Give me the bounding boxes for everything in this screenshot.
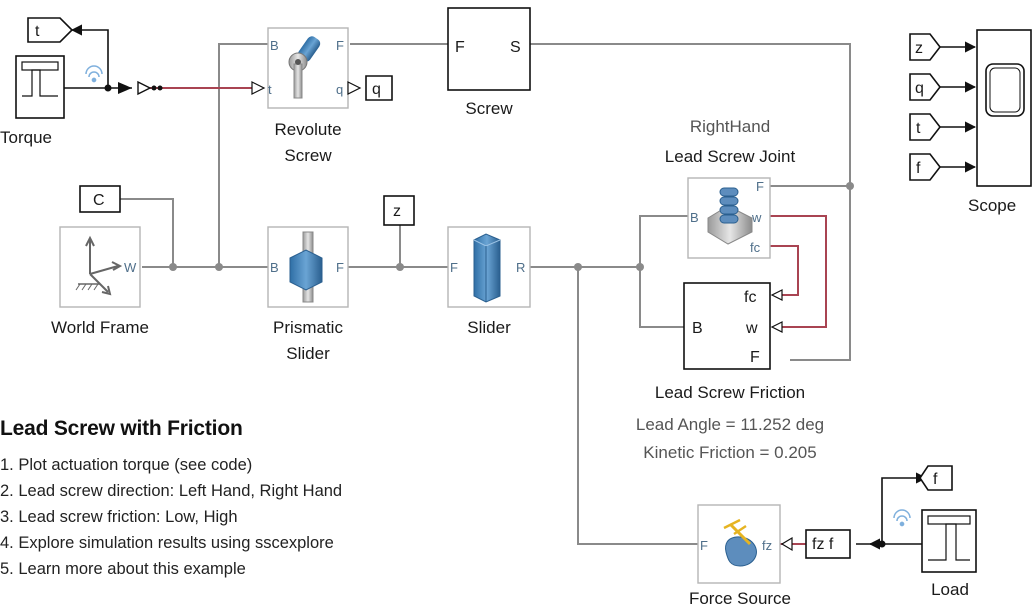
tag-t-text: t	[35, 23, 40, 40]
scope-tag-f: f	[916, 160, 921, 177]
svg-text:B: B	[270, 38, 279, 53]
load-wireless-icon	[893, 509, 911, 527]
svg-text:B: B	[270, 260, 279, 275]
svg-text:F: F	[700, 538, 708, 553]
svg-text:t: t	[268, 82, 272, 97]
revolute-label-1: Revolute	[274, 120, 342, 139]
scope-block[interactable]	[976, 29, 1032, 187]
tag-q-text: q	[372, 81, 381, 98]
friction-port-f: F	[750, 349, 760, 366]
annotation-item-friction[interactable]: 3. Lead screw friction: Low, High	[0, 508, 238, 526]
load-junction-dot	[878, 540, 886, 548]
svg-text:q: q	[336, 82, 343, 97]
lead-screw-friction-label: Lead Screw Friction	[654, 383, 806, 402]
annotation-title: Lead Screw with Friction	[0, 417, 243, 440]
torque-block[interactable]	[15, 55, 103, 119]
prismatic-label-1: Prismatic	[273, 318, 343, 337]
lead-angle-label: Lead Angle = 11.252 deg	[635, 415, 825, 434]
annotation-item-explore[interactable]: 4. Explore simulation results using ssce…	[0, 534, 334, 552]
prismatic-label-2: Slider	[286, 344, 330, 363]
slider-label: Slider	[467, 318, 511, 337]
tag-c-text: C	[93, 192, 105, 209]
lead-screw-joint-label: Lead Screw Joint	[664, 147, 796, 166]
svg-text:fc: fc	[750, 240, 761, 255]
screw-label: Screw	[465, 99, 513, 118]
scope-tag-z: z	[915, 40, 923, 57]
annotation-item-direction[interactable]: 2. Lead screw direction: Left Hand, Righ…	[0, 482, 343, 500]
goto-tag-z[interactable]: z	[383, 195, 415, 226]
friction-port-fc: fc	[744, 289, 756, 306]
kinetic-friction-label: Kinetic Friction = 0.205	[643, 443, 817, 462]
revolute-screw-block[interactable]: B F t q	[251, 27, 362, 109]
slider-block[interactable]: F R	[447, 226, 531, 308]
screw-block[interactable]: F S	[447, 7, 531, 91]
svg-text:B: B	[690, 210, 699, 225]
junction-dots	[169, 182, 854, 271]
world-frame-block[interactable]: W	[59, 226, 141, 308]
screw-port-f: F	[455, 39, 465, 56]
svg-text:fz: fz	[762, 538, 772, 553]
load-block[interactable]	[893, 509, 977, 573]
tag-fz-f[interactable]: fz f	[805, 529, 851, 559]
friction-port-w: w	[745, 320, 758, 337]
force-source-label: Force Source	[688, 589, 792, 608]
tag-z-text: z	[393, 203, 401, 220]
goto-tag-t[interactable]: t	[27, 17, 74, 43]
svg-text:R: R	[516, 260, 525, 275]
torque-label: Torque	[0, 128, 52, 147]
screw-port-s: S	[510, 39, 521, 56]
lead-screw-friction-block[interactable]: B fc w F	[683, 282, 783, 370]
lead-screw-joint-block[interactable]: B F w fc	[687, 177, 771, 259]
wireless-icon	[85, 65, 103, 83]
tag-f-load-text: f	[933, 471, 938, 488]
ps-converter-icon[interactable]	[118, 80, 163, 96]
world-frame-label: World Frame	[51, 318, 149, 337]
svg-text:F: F	[336, 38, 344, 53]
scope-label: Scope	[968, 196, 1017, 215]
revolute-screw-icon	[288, 36, 321, 99]
physical-connections	[120, 43, 851, 545]
tag-fzf-text: fz f	[812, 536, 834, 553]
from-tag-c[interactable]: C	[79, 185, 121, 213]
prismatic-icon	[289, 231, 323, 303]
svg-text:F: F	[336, 260, 344, 275]
scope-tag-t: t	[916, 120, 921, 137]
svg-text:w: w	[751, 210, 762, 225]
svg-text:W: W	[124, 260, 137, 275]
force-icon	[723, 518, 757, 567]
friction-port-b: B	[692, 320, 703, 337]
force-source-block[interactable]: F fz	[697, 504, 793, 584]
goto-tag-q[interactable]: q	[365, 75, 393, 101]
annotation-list: 1. Plot actuation torque (see code) 2. L…	[0, 452, 342, 582]
lead-screw-icon	[707, 187, 753, 245]
scope-tag-q: q	[915, 80, 924, 97]
revolute-label-2: Screw	[284, 146, 332, 165]
goto-tag-f-load[interactable]: f	[919, 465, 953, 491]
load-label: Load	[931, 580, 969, 599]
svg-text:F: F	[756, 179, 764, 194]
prismatic-slider-block[interactable]: B F	[267, 226, 349, 308]
world-frame-icon	[75, 235, 123, 296]
right-hand-label: RightHand	[689, 117, 771, 136]
scope-from-tags[interactable]: z q t f	[909, 33, 942, 181]
slider-solid-icon	[473, 233, 501, 303]
black-signals	[64, 24, 977, 550]
torque-junction-dot	[104, 84, 112, 92]
annotation-item-learn-more[interactable]: 5. Learn more about this example	[0, 560, 246, 578]
svg-text:F: F	[450, 260, 458, 275]
annotation-item-plot-torque[interactable]: 1. Plot actuation torque (see code)	[0, 456, 253, 474]
